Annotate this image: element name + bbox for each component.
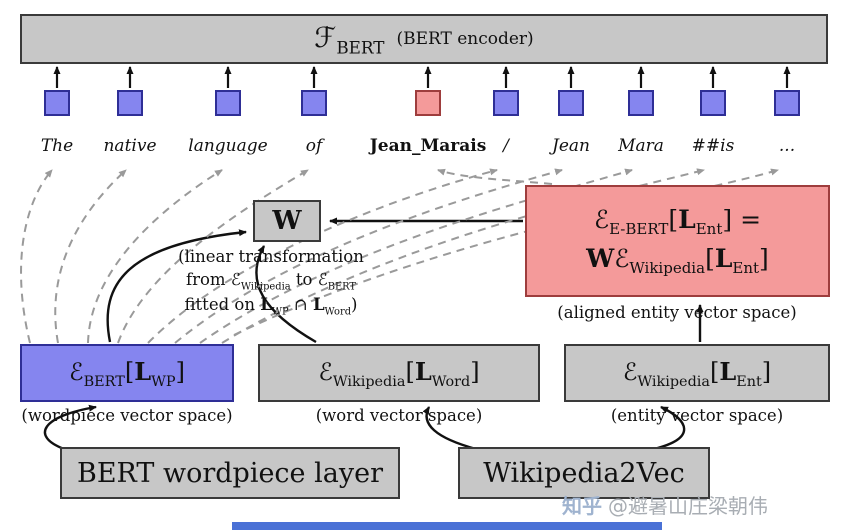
- bert-wordpiece-layer-box: BERT wordpiece layer: [60, 447, 400, 499]
- input-token: The: [40, 136, 74, 156]
- w-label: W: [272, 206, 302, 236]
- aligned-entity-space-box: ℰE-BERT[LEnt] = WℰWikipedia[LEnt]: [525, 185, 830, 297]
- wordpiece-embedding-square: [44, 90, 70, 116]
- arrow-bertlayer-to-wordpiece: [43, 404, 97, 451]
- wordpiece-embedding-square: [117, 90, 143, 116]
- w-caption-line2: from ℰWikipedia to ℰBERT: [185, 269, 357, 293]
- word-space-caption: (word vector space): [315, 406, 483, 425]
- w-caption-line3: fitted on LWP ∩ LWord): [184, 294, 358, 318]
- entity-space-label: ℰWikipedia[LEnt]: [622, 356, 772, 390]
- entity-space-caption: (entity vector space): [610, 406, 784, 425]
- zhihu-watermark: 知乎@避暑山庄梁朝伟: [562, 490, 768, 519]
- aligned-equation-line2: WℰWikipedia[LEnt]: [586, 244, 769, 277]
- input-token: language: [188, 136, 268, 156]
- bert-encoder-caption: (BERT encoder): [396, 29, 534, 49]
- wordpiece-space-label: ℰBERT[LWP]: [69, 356, 185, 390]
- bert-encoder-label: ℱBERT: [314, 20, 385, 58]
- arrow-w2v-to-word: [422, 406, 477, 451]
- wikipedia2vec-box: Wikipedia2Vec: [458, 447, 710, 499]
- token-to-encoder-arrows: [53, 66, 791, 88]
- input-token: ##is: [691, 136, 735, 156]
- input-token-entity: Jean_Marais: [369, 136, 487, 156]
- entity-space-box: ℰWikipedia[LEnt]: [564, 344, 830, 402]
- wordpiece-embedding-square: [493, 90, 519, 116]
- zhihu-handle: @避暑山庄梁朝伟: [608, 494, 768, 518]
- arrow-wordpiece-to-w: [106, 229, 247, 343]
- aligned-entity-space-caption: (aligned entity vector space): [557, 303, 797, 322]
- word-space-box: ℰWikipedia[LWord]: [258, 344, 540, 402]
- wordpiece-embedding-square: [700, 90, 726, 116]
- bert-encoder-box: ℱBERT (BERT encoder): [20, 14, 828, 64]
- arrow-word-to-w: [255, 245, 317, 344]
- w-transformation-box: W: [253, 200, 321, 242]
- wordpiece-embedding-square: [558, 90, 584, 116]
- input-token: Jean: [552, 136, 590, 156]
- w-caption: (linear transformation from ℰWikipedia t…: [118, 246, 424, 319]
- input-token: /: [503, 136, 509, 156]
- entity-embedding-square: [415, 90, 441, 116]
- word-space-label: ℰWikipedia[LWord]: [318, 356, 480, 390]
- dashed-embedding-lookup-arrows: [20, 168, 779, 344]
- wordpiece-embedding-square: [215, 90, 241, 116]
- wordpiece-space-box: ℰBERT[LWP]: [20, 344, 234, 402]
- bottom-progress-bar: [232, 522, 662, 530]
- aligned-equation-line1: ℰE-BERT[LEnt] =: [593, 205, 762, 239]
- w-caption-line1: (linear transformation: [178, 247, 364, 266]
- input-token: ...: [778, 136, 796, 156]
- wordpiece-embedding-square: [774, 90, 800, 116]
- zhihu-logo: 知乎: [562, 494, 602, 518]
- input-token: of: [305, 136, 323, 156]
- wikipedia2vec-label: Wikipedia2Vec: [483, 457, 685, 489]
- input-token: native: [103, 136, 157, 156]
- wordpiece-embedding-square: [301, 90, 327, 116]
- arrow-w2v-to-entity: [653, 405, 686, 451]
- wordpiece-space-caption: (wordpiece vector space): [21, 406, 233, 425]
- input-token: Mara: [618, 136, 664, 156]
- bert-wordpiece-layer-label: BERT wordpiece layer: [76, 457, 383, 489]
- wordpiece-embedding-square: [628, 90, 654, 116]
